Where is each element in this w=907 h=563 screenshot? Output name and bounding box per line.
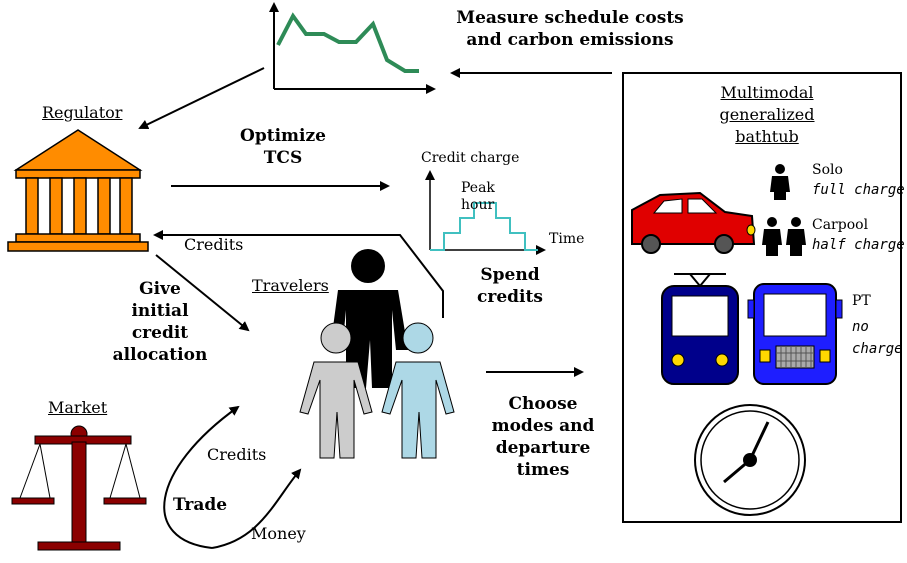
choose-line4: times — [516, 460, 570, 480]
give-line1: Give — [139, 279, 181, 299]
clock-icon — [694, 404, 806, 516]
choose-label: Choose modes and departure times — [488, 393, 598, 481]
give-allocation-label: Give initial credit allocation — [105, 278, 215, 366]
regulator-icon — [7, 129, 149, 252]
arrow-credits-return — [153, 230, 444, 318]
travelers-label: Travelers — [252, 276, 329, 295]
solo-charge: full charge — [812, 182, 905, 198]
spend-credits-label: Spend credits — [455, 264, 565, 308]
measure-line1: Measure schedule costs — [456, 8, 684, 28]
pt-label: PT — [852, 293, 871, 309]
optimize-line1: Optimize — [240, 126, 326, 146]
bathtub-box — [622, 72, 902, 523]
bathtub-title-line2: generalized — [719, 105, 815, 124]
time-label: Time — [549, 231, 585, 247]
emissions-line — [276, 12, 419, 73]
arrow-to-regulator — [138, 67, 265, 130]
choose-line2: modes and — [491, 416, 595, 436]
arrow-trade-money — [211, 468, 302, 549]
credit-charge-line — [430, 202, 538, 251]
market-label: Market — [48, 398, 108, 417]
optimize-line2: TCS — [263, 148, 303, 168]
bus-icon — [747, 283, 843, 385]
give-line2: initial — [131, 301, 189, 321]
carpool-charge: half charge — [812, 237, 905, 253]
tram-icon — [661, 273, 739, 385]
regulator-label: Regulator — [42, 103, 123, 122]
pt-charge-line1: no — [852, 319, 869, 335]
measure-line2: and carbon emissions — [466, 30, 674, 50]
trade-credits-label: Credits — [207, 445, 267, 464]
choose-line1: Choose — [508, 394, 578, 414]
arrow-give-allocation — [155, 254, 250, 332]
choose-line3: departure — [495, 438, 591, 458]
optimize-label: Optimize TCS — [228, 125, 338, 169]
solo-label: Solo — [812, 162, 843, 178]
market-scale-icon — [11, 425, 147, 551]
carpool-people-icon — [762, 217, 806, 256]
spend-line2: credits — [477, 287, 543, 307]
car-icon — [631, 191, 756, 254]
credits-return-label: Credits — [184, 235, 244, 254]
pt-charge-line2: charge — [852, 341, 903, 357]
trade-money-label: Money — [251, 524, 306, 543]
peak-line1: Peak — [461, 180, 495, 196]
credit-charge-ylabel: Credit charge — [421, 150, 520, 166]
solo-person-icon — [770, 164, 790, 200]
spend-line1: Spend — [480, 265, 540, 285]
credit-charge-chart — [425, 170, 546, 255]
give-line3: credit — [131, 323, 189, 343]
bathtub-title: Multimodal generalized bathtub — [712, 82, 822, 148]
bathtub-title-line3: bathtub — [735, 127, 799, 146]
peak-line2: hour — [461, 197, 495, 213]
trade-label: Trade — [172, 495, 228, 515]
carpool-label: Carpool — [812, 217, 869, 233]
pt-charge: no charge — [852, 316, 903, 360]
bathtub-title-line1: Multimodal — [720, 83, 814, 102]
give-line4: allocation — [112, 345, 208, 365]
peak-hour-label: Peak hour — [461, 180, 495, 214]
travelers-icon — [299, 249, 455, 459]
arrow-trade-credits — [163, 405, 240, 549]
emissions-chart — [269, 2, 436, 94]
measure-label: Measure schedule costs and carbon emissi… — [440, 7, 700, 51]
